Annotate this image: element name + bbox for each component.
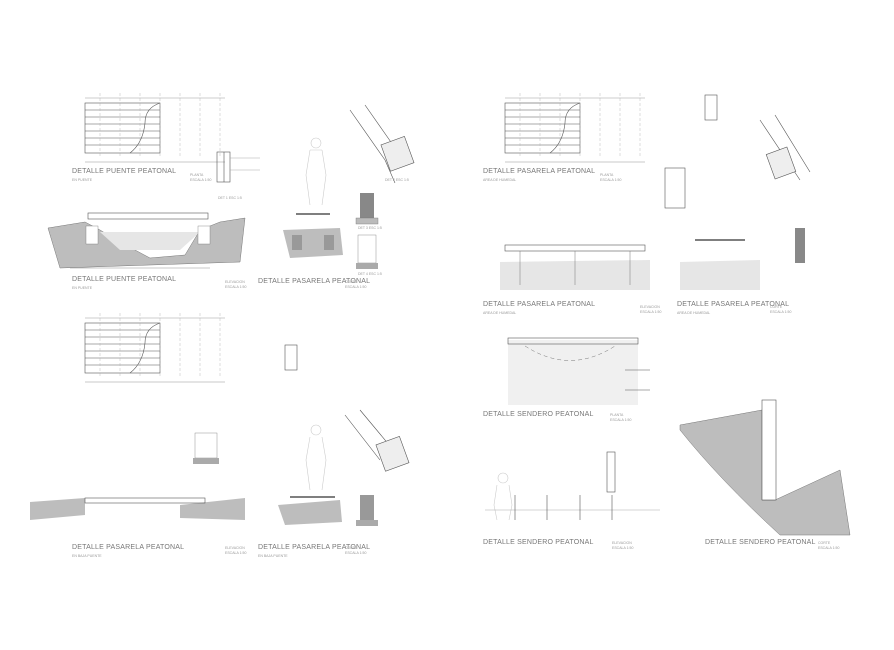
drawing-scale: ESCALA 1:50 [610, 418, 632, 422]
detail-label: DET 1 ESC 1:5 [218, 196, 242, 200]
drawing-scale: ESCALA 1:50 [345, 285, 367, 289]
bridge-section [47, 212, 246, 269]
drawing-title: DETALLE SENDERO PEATONAL [483, 411, 594, 418]
drawing-view: CORTE [345, 546, 358, 550]
drawing-title: DETALLE PASARELA PEATONAL [258, 278, 371, 285]
drawing-view: CORTE [770, 305, 783, 309]
detail-label: DET 4 ESC 1:5 [358, 272, 382, 276]
drawing-subtitle: EN BAJA PUENTE [72, 554, 102, 558]
drawing-subtitle: AREA DE HUMEDAL [483, 311, 517, 315]
human-figure [305, 137, 513, 521]
plan-drawing [84, 92, 226, 163]
drawing-scale: ESCALA 1:50 [190, 178, 212, 182]
drawing-title: DETALLE SENDERO PEATONAL [483, 539, 594, 546]
drawing-scale: ESCALA 1:50 [640, 310, 662, 314]
drawing-view: ELEVACION [225, 280, 245, 284]
drawing-scale: ESCALA 1:50 [345, 551, 367, 555]
drawing-title: DETALLE PASARELA PEATONAL [72, 544, 185, 551]
drawing-view: PLANTA [190, 173, 204, 177]
drawing-subtitle: AREA DE HUMEDAL [483, 178, 517, 182]
drawing-view: ELEVACION [640, 305, 660, 309]
drawing-scale: ESCALA 1:50 [612, 546, 634, 550]
drawing-scale: ESCALA 1:50 [770, 310, 792, 314]
drawing-title: DETALLE SENDERO PEATONAL [705, 539, 816, 546]
drawing-title: DETALLE PUENTE PEATONAL [72, 168, 177, 175]
drawing-scale: ESCALA 1:50 [600, 178, 622, 182]
drawing-view: CORTE [345, 280, 358, 284]
drawing-scale: ESCALA 1:50 [818, 546, 840, 550]
drawing-view: ELEVACION [225, 546, 245, 550]
drawing-scale: ESCALA 1:50 [225, 551, 247, 555]
drawing-title: DETALLE PASARELA PEATONAL [483, 301, 596, 308]
drawing-title: DETALLE PASARELA PEATONAL [258, 544, 371, 551]
drawing-title: DETALLE PASARELA PEATONAL [483, 168, 596, 175]
drawing-title: DETALLE PASARELA PEATONAL [677, 301, 790, 308]
drawing-view: CORTE [818, 541, 831, 545]
drawing-subtitle: EN BAJA PUENTE [258, 554, 288, 558]
drawing-subtitle: AREA DE HUMEDAL [677, 311, 711, 315]
drawing-subtitle: EN PUENTE [72, 286, 93, 290]
drawing-view: PLANTA [600, 173, 614, 177]
drawing-view: PLANTA [610, 413, 624, 417]
drawing-view: ELEVACION [612, 541, 632, 545]
drawing-subtitle: EN PUENTE [72, 178, 93, 182]
detail-label: DET 3 ESC 1:5 [358, 226, 382, 230]
drawing-scale: ESCALA 1:50 [225, 285, 247, 289]
detail-label: DET 2 ESC 1:5 [385, 178, 409, 182]
drawing-title: DETALLE PUENTE PEATONAL [72, 276, 177, 283]
